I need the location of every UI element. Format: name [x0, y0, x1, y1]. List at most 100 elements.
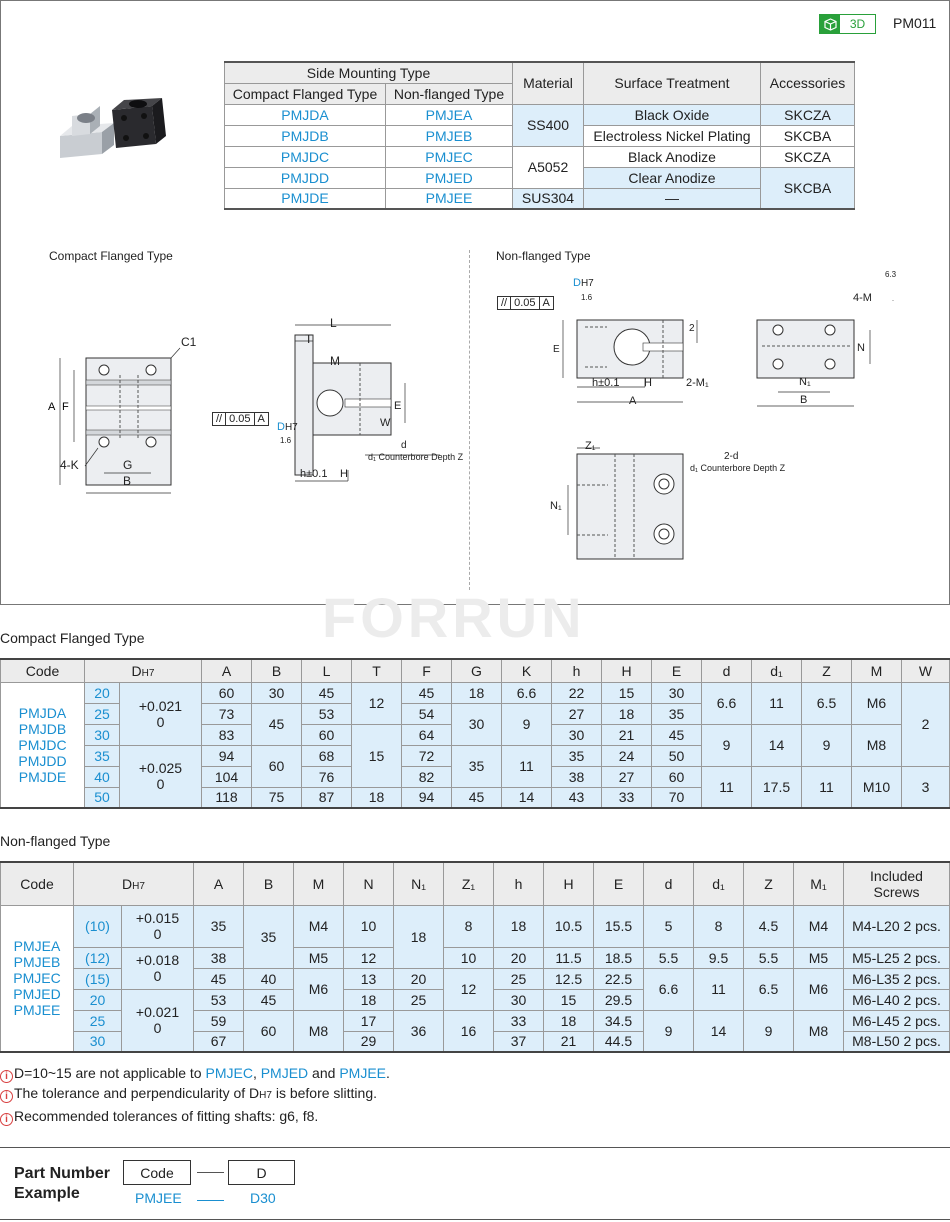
cell: 35 [551, 744, 602, 767]
cell: 9.5 [693, 946, 744, 969]
col-E: E [593, 861, 644, 906]
dim-2d: 2-d [724, 451, 739, 462]
surface-cell: Black Anodize [583, 145, 761, 168]
code-link[interactable]: PMJDE [18, 768, 67, 785]
code-link[interactable]: PMJDA [224, 103, 386, 126]
d-value: 20 [84, 681, 120, 704]
col-M: M [851, 658, 902, 683]
cell: 60 [243, 1009, 294, 1053]
compact-drawing-title: Compact Flanged Type [49, 249, 173, 263]
code-link[interactable]: PMJED [260, 1065, 309, 1081]
cell: 11 [501, 744, 552, 788]
cell: 9 [801, 723, 852, 767]
code-link[interactable]: PMJDD [18, 752, 67, 769]
cell: 11 [701, 765, 752, 809]
cell: 6.5 [743, 967, 794, 1011]
cell: 17.5 [751, 765, 802, 809]
col-T: T [351, 658, 402, 683]
example-code: PMJEE [135, 1190, 182, 1206]
cell: 6.6 [501, 681, 552, 704]
code-link[interactable]: PMJEE [13, 1002, 61, 1019]
code-link[interactable]: PMJDC [18, 736, 67, 753]
cell: 13 [343, 967, 394, 990]
cell: M5 [293, 946, 344, 969]
cell: 25 [393, 988, 444, 1011]
cell: 36 [393, 1009, 444, 1053]
code-link[interactable]: PMJEB [385, 124, 513, 147]
code-link[interactable]: PMJEC [205, 1065, 253, 1081]
code-list: PMJDA PMJDB PMJDC PMJDD PMJDE [0, 681, 85, 809]
col-screws: Included Screws [843, 861, 950, 906]
col-d: d [643, 861, 694, 906]
cell: 10 [343, 904, 394, 948]
watermark: FORRUN [322, 586, 586, 649]
d-value: 30 [73, 1030, 122, 1053]
cell: M4 [793, 904, 844, 948]
cell: 64 [401, 723, 452, 746]
drawing-divider [469, 250, 470, 590]
col-d: d [701, 658, 752, 683]
screw-cell: M8-L50 2 pcs. [843, 1030, 950, 1053]
code-link[interactable]: PMJED [385, 166, 513, 189]
dim-W: W [380, 417, 391, 429]
col-M1: M₁ [793, 861, 844, 906]
col-F: F [401, 658, 452, 683]
cell: 6.6 [701, 681, 752, 725]
cell: 22 [551, 681, 602, 704]
cell: 30 [251, 681, 302, 704]
code-link[interactable]: PMJEC [13, 970, 61, 987]
code-link[interactable]: PMJDB [224, 124, 386, 147]
dim-Z1: Z₁ [585, 440, 596, 452]
cell: 14 [693, 1009, 744, 1053]
col-d1: d₁ [751, 658, 802, 683]
nonflanged-dimension-table: Code DH7 A B M N N₁ Z₁ h H E d d₁ Z M₁ I… [0, 861, 950, 1053]
cell: M6 [793, 967, 844, 1011]
code-link[interactable]: PMJDA [18, 704, 67, 721]
accessory-cell: SKCZA [760, 103, 855, 126]
code-link[interactable]: PMJDE [224, 187, 386, 210]
compact-side-view [294, 324, 440, 482]
d-value: (15) [73, 967, 122, 990]
cell: 9 [701, 723, 752, 767]
col-h: h [551, 658, 602, 683]
code-link[interactable]: PMJEB [13, 954, 61, 971]
cell: 30 [493, 988, 544, 1011]
code-link[interactable]: PMJEA [13, 938, 61, 955]
cell: 37 [493, 1030, 544, 1053]
cell: 2 [901, 681, 950, 767]
code-link[interactable]: PMJED [13, 986, 61, 1003]
col-H: H [543, 861, 594, 906]
cell: 11 [801, 765, 852, 809]
code-link[interactable]: PMJEE [339, 1065, 386, 1081]
dim-H-2: H [644, 377, 652, 389]
cell: 35 [193, 904, 244, 948]
code-link[interactable]: PMJDD [224, 166, 386, 189]
code-link[interactable]: PMJEC [385, 145, 513, 168]
cell: 14 [501, 786, 552, 809]
cell: 18 [451, 681, 502, 704]
cell: 75 [251, 786, 302, 809]
code-link[interactable]: PMJDC [224, 145, 386, 168]
cell: 60 [651, 765, 702, 788]
cell: 15 [543, 988, 594, 1011]
screw-cell: M6-L35 2 pcs. [843, 967, 950, 990]
col-Z: Z [743, 861, 794, 906]
code-link[interactable]: PMJEE [385, 187, 513, 210]
3d-badge[interactable]: 3D [819, 14, 876, 34]
cell: 15.5 [593, 904, 644, 948]
cell: 20 [493, 946, 544, 969]
part-number-example: Part Number Example Code D PMJEE D30 [0, 1147, 950, 1220]
code-link[interactable]: PMJDB [18, 720, 67, 737]
code-link[interactable]: PMJEA [385, 103, 513, 126]
surface-cell: Electroless Nickel Plating [583, 124, 761, 147]
cell: 30 [551, 723, 602, 746]
dim-G: G [123, 458, 133, 472]
dim-A: A [48, 401, 56, 413]
cell: 18 [393, 904, 444, 969]
3d-label: 3D [849, 17, 866, 31]
cell: 22.5 [593, 967, 644, 990]
tolerance-frame-2: // 0.05 A [497, 296, 554, 310]
d-value: (10) [73, 904, 122, 948]
